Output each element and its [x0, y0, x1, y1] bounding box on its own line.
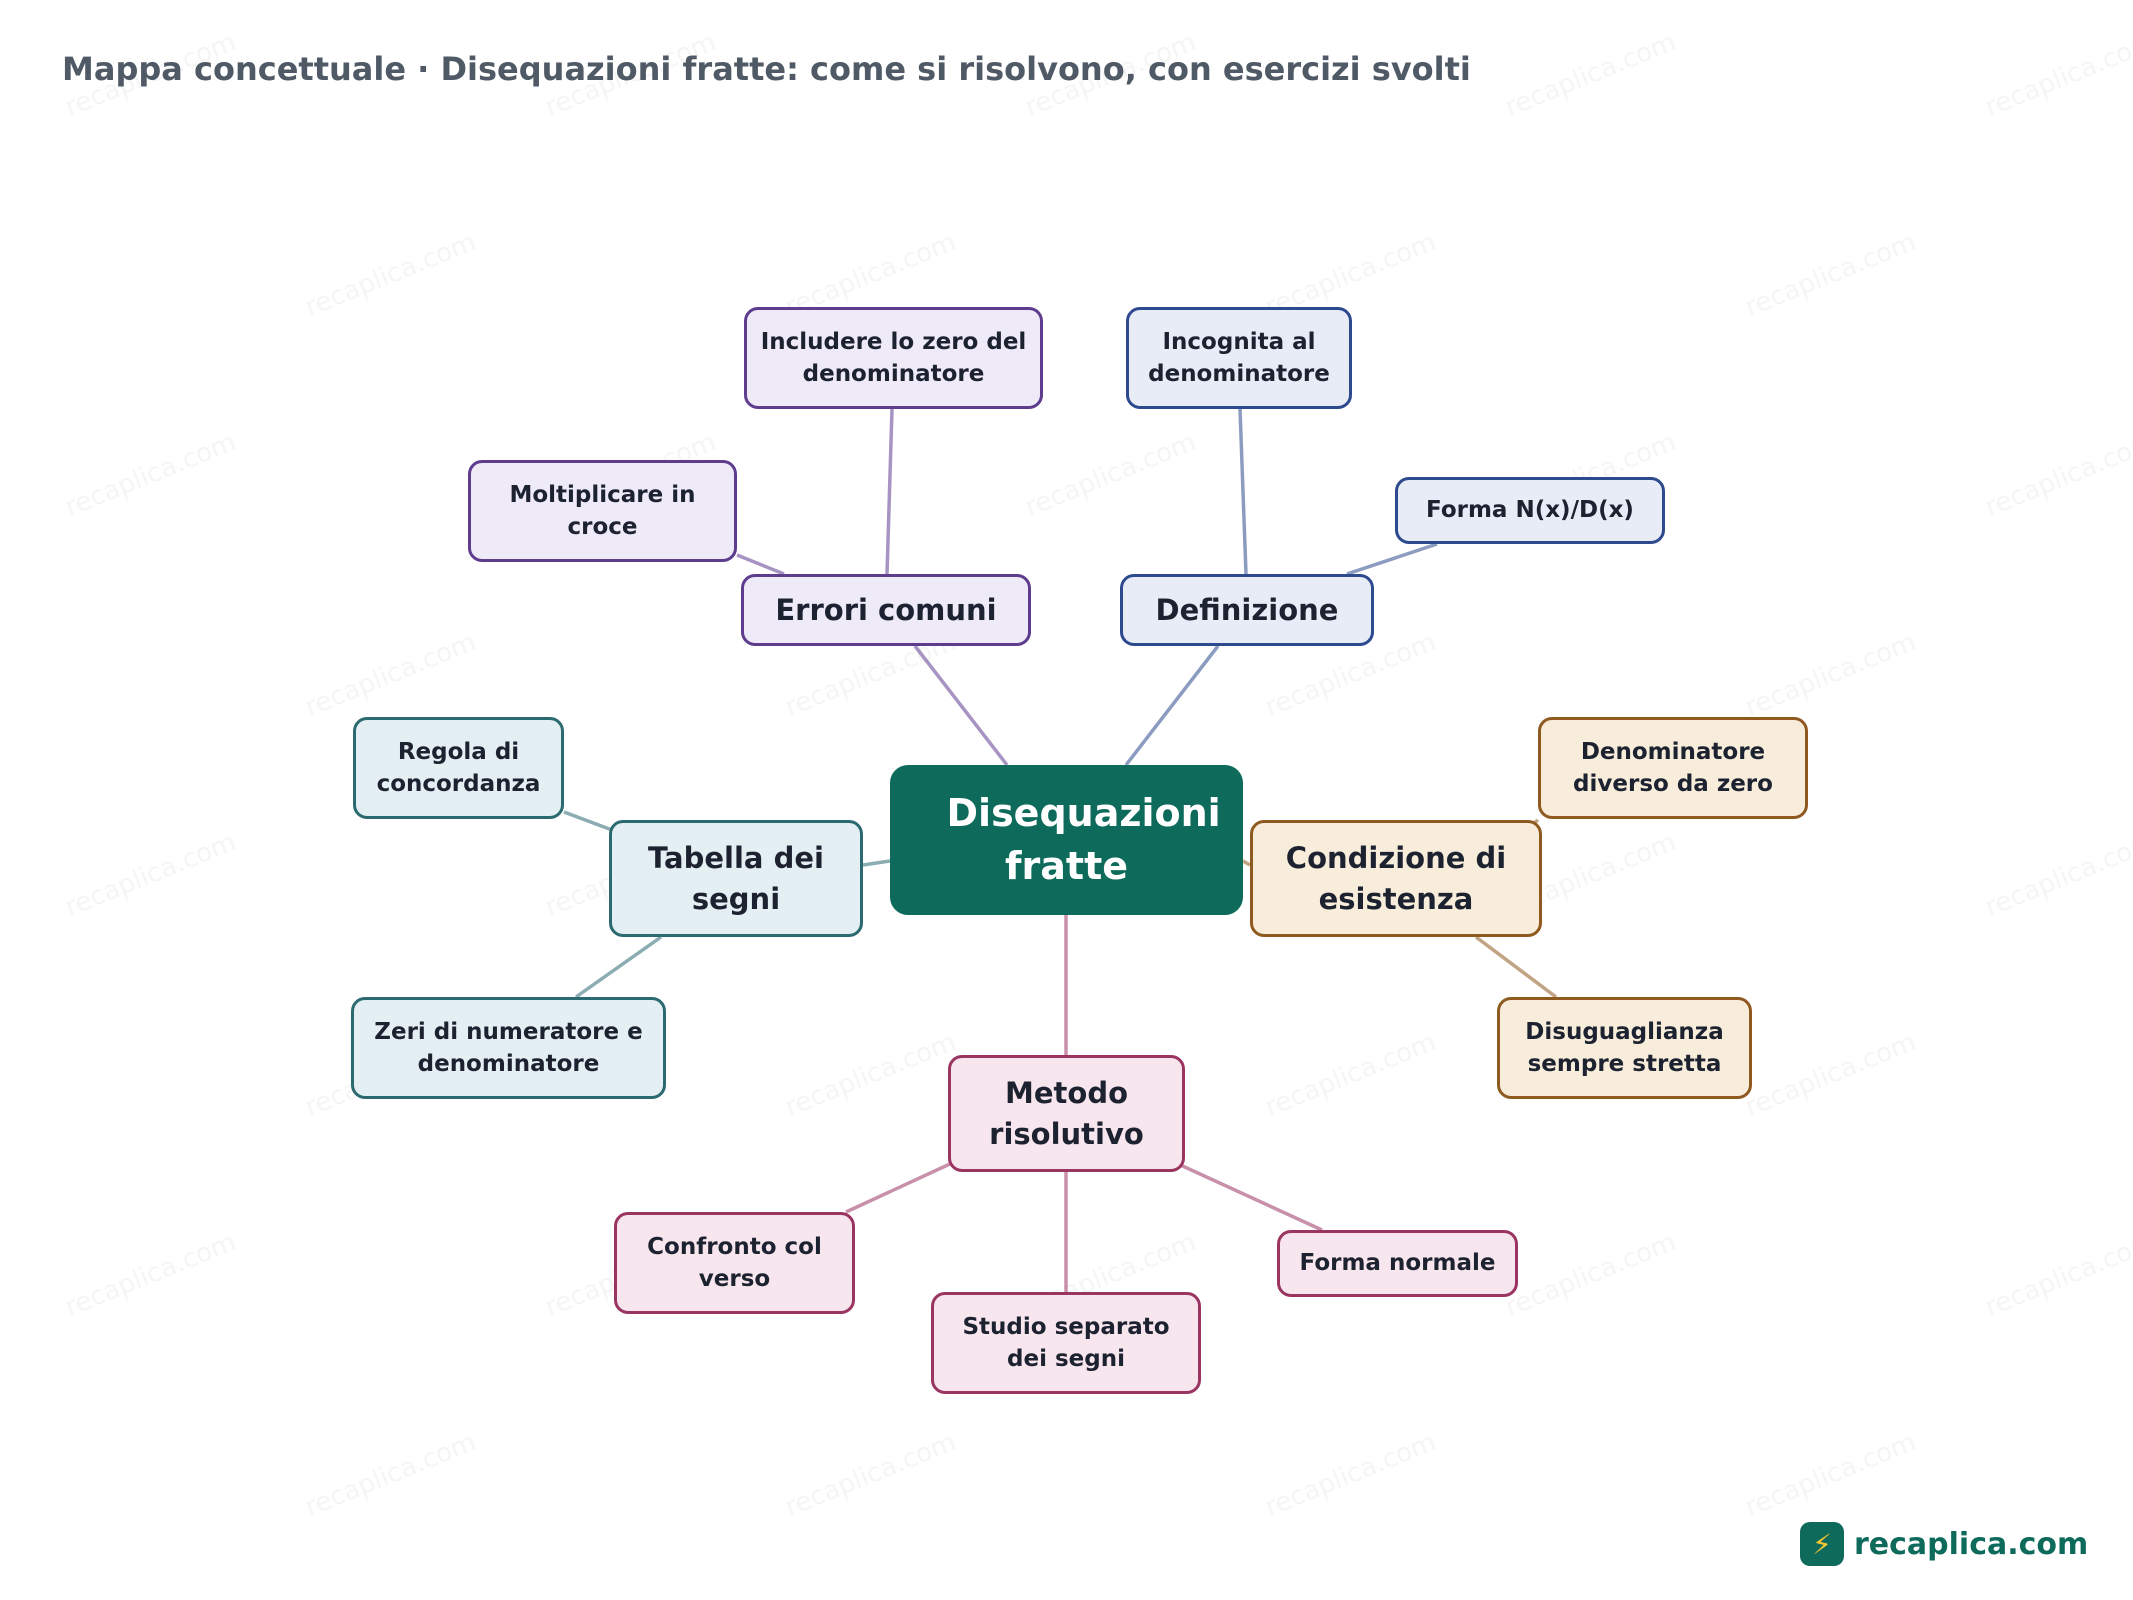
- leaf-zeri-numeratore-denominatore[interactable]: Zeri di numeratore e denominatore: [351, 997, 666, 1099]
- branch-metodo-risolutivo-label: Metodo risolutivo: [989, 1075, 1144, 1151]
- brand-logo[interactable]: ⚡ recaplica.com: [1800, 1522, 2088, 1566]
- connector-metodo-forma: [1175, 1161, 1323, 1232]
- branch-tabella-segni[interactable]: Tabella dei segni: [609, 820, 863, 937]
- connector-center-errori: [913, 644, 1009, 767]
- branch-condizione-esistenza-label: Condizione di esistenza: [1285, 840, 1507, 916]
- leaf-forma-nx-dx[interactable]: Forma N(x)/D(x): [1395, 477, 1665, 544]
- connector-tabella-regola: [563, 810, 613, 832]
- central-node-label: Disequazioni fratte: [946, 790, 1221, 888]
- brand-name: recaplica.com: [1854, 1526, 2089, 1562]
- connector-tabella-zeri: [574, 935, 663, 999]
- leaf-moltiplicare-croce-label: Moltiplicare in croce: [509, 481, 696, 540]
- connector-condizione-disuguaglianza: [1474, 935, 1558, 999]
- leaf-confronto-verso-label: Confronto col verso: [647, 1233, 822, 1292]
- connector-center-definizione: [1124, 644, 1220, 767]
- branch-errori-comuni-label: Errori comuni: [775, 592, 997, 627]
- leaf-denominatore-diverso-zero[interactable]: Denominatore diverso da zero: [1538, 717, 1808, 819]
- page-title: Mappa concettuale · Disequazioni fratte:…: [62, 50, 1471, 88]
- connector-definizione-forma: [1346, 542, 1438, 576]
- connector-errori-moltiplicare: [736, 553, 785, 576]
- leaf-denominatore-diverso-zero-label: Denominatore diverso da zero: [1573, 738, 1773, 797]
- lightning-bolt-icon: ⚡: [1800, 1522, 1844, 1566]
- branch-errori-comuni[interactable]: Errori comuni: [741, 574, 1031, 646]
- leaf-zeri-numeratore-denominatore-label: Zeri di numeratore e denominatore: [374, 1018, 643, 1077]
- branch-tabella-segni-label: Tabella dei segni: [648, 840, 824, 916]
- branch-metodo-risolutivo[interactable]: Metodo risolutivo: [948, 1055, 1185, 1172]
- leaf-forma-nx-dx-label: Forma N(x)/D(x): [1426, 497, 1634, 524]
- branch-condizione-esistenza[interactable]: Condizione di esistenza: [1250, 820, 1542, 937]
- leaf-forma-normale-label: Forma normale: [1299, 1250, 1496, 1277]
- connector-errori-includere: [885, 408, 894, 575]
- connector-metodo-confronto: [845, 1161, 953, 1214]
- leaf-moltiplicare-croce[interactable]: Moltiplicare in croce: [468, 460, 737, 562]
- leaf-incognita-denominatore-label: Incognita al denominatore: [1148, 328, 1330, 387]
- connector-definizione-incognita: [1238, 408, 1248, 575]
- leaf-includere-zero-label: Includere lo zero del denominatore: [760, 328, 1027, 387]
- leaf-disuguaglianza-stretta-label: Disuguaglianza sempre stretta: [1525, 1018, 1724, 1077]
- leaf-includere-zero[interactable]: Includere lo zero del denominatore: [744, 307, 1043, 409]
- leaf-regola-concordanza-label: Regola di concordanza: [376, 738, 541, 797]
- leaf-studio-separato-segni[interactable]: Studio separato dei segni: [931, 1292, 1201, 1394]
- leaf-regola-concordanza[interactable]: Regola di concordanza: [353, 717, 564, 819]
- connector-center-condizione: [1242, 859, 1251, 867]
- central-node[interactable]: Disequazioni fratte: [890, 765, 1243, 915]
- leaf-incognita-denominatore[interactable]: Incognita al denominatore: [1126, 307, 1352, 409]
- branch-definizione[interactable]: Definizione: [1120, 574, 1374, 646]
- leaf-disuguaglianza-stretta[interactable]: Disuguaglianza sempre stretta: [1497, 997, 1752, 1099]
- leaf-forma-normale[interactable]: Forma normale: [1277, 1230, 1518, 1297]
- leaf-confronto-verso[interactable]: Confronto col verso: [614, 1212, 855, 1314]
- connector-center-tabella: [862, 859, 891, 867]
- branch-definizione-label: Definizione: [1155, 592, 1339, 627]
- leaf-studio-separato-segni-label: Studio separato dei segni: [962, 1313, 1170, 1372]
